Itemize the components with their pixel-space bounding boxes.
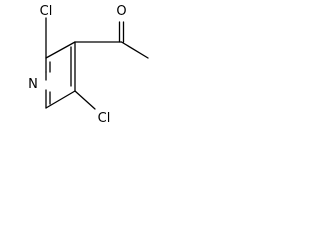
chemical-structure-diagram: O Cl Cl N xyxy=(28,4,149,126)
chlorine-top-label: Cl xyxy=(40,4,53,19)
bond-c5-c6 xyxy=(45,90,76,109)
bond-c4-c3 xyxy=(45,41,76,59)
atom-labels: O Cl Cl N xyxy=(28,4,126,126)
bonds xyxy=(45,17,149,110)
chlorine-bottom-label: Cl xyxy=(98,111,111,126)
nitrogen-label: N xyxy=(28,77,38,92)
oxygen-label: O xyxy=(116,4,126,19)
bond-c5-cl xyxy=(74,90,96,110)
bond-carbonyl-methyl xyxy=(120,41,149,59)
